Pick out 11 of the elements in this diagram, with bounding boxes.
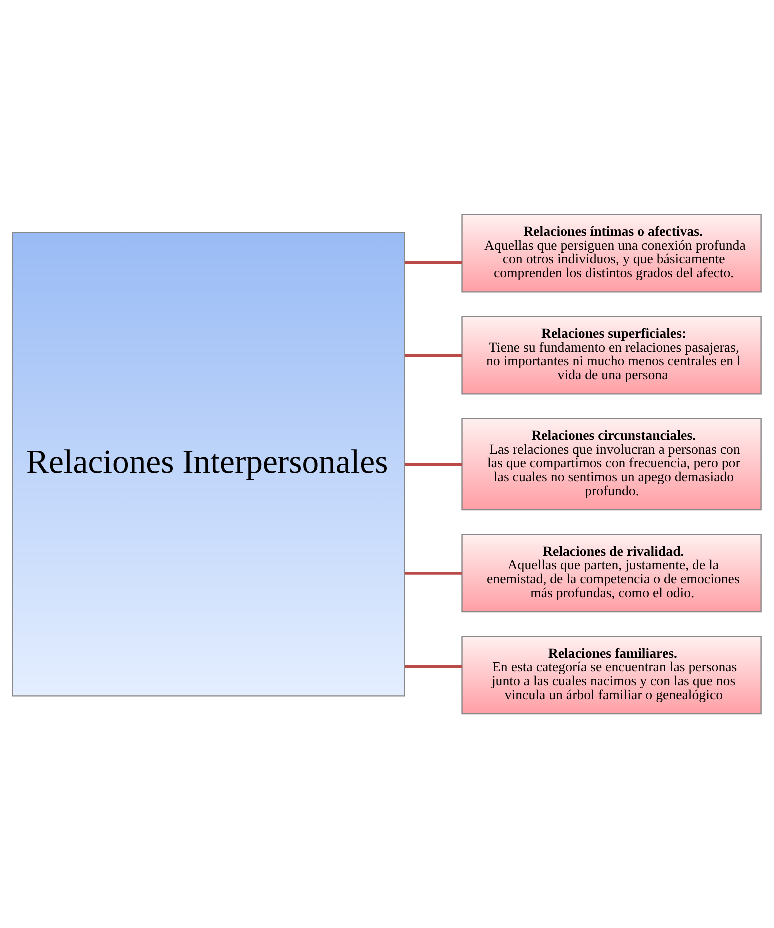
node-box: Relaciones circunstanciales. Las relaciones que involucran a personas con las que compartimos con frecuencia, pero por las cuales no sentimos un apego demasiado profundo.: [462, 418, 762, 510]
node-box: Relaciones de rivalidad. Aquellas que parten, justamente, de la enemistad, de la competencia o de emociones más profundas, como el odio.: [462, 534, 762, 612]
connector: [404, 664, 462, 668]
connector: [404, 354, 462, 357]
connector: [404, 571, 462, 574]
connector: [404, 260, 462, 264]
node-box: Relaciones familiares. En esta categoría se encuentran las personas junto a las cuales nacimos y con las que nos vincula un árbol familiar o genealógico: [462, 636, 762, 714]
node-box: Relaciones íntimas o afectivas. Aquellas que persiguen una conexión profunda con otros individuos, y que básicamente comprenden los distintos grados del afecto.: [462, 214, 762, 292]
connector: [404, 462, 462, 466]
node-box: Relaciones Interpersonales: [12, 232, 406, 696]
node-box: Relaciones superficiales: Tiene su fundamento en relaciones pasajeras, no importantes ni mucho menos centrales en l vida de una persona: [462, 316, 762, 394]
